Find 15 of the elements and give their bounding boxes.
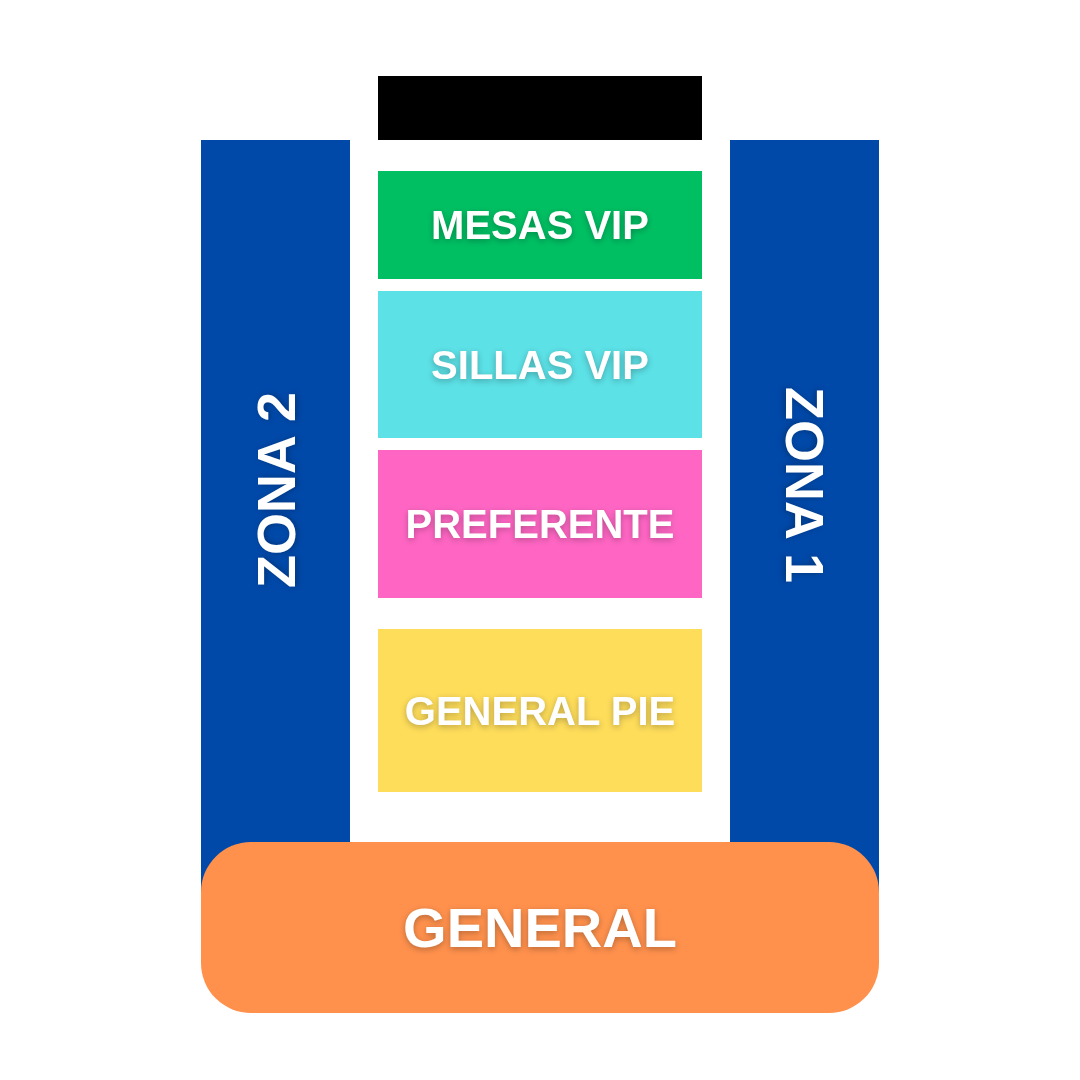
section-label: PREFERENTE [405, 504, 675, 544]
side-zone [201, 140, 350, 842]
section-label: SILLAS VIP [431, 344, 649, 385]
seating-section [378, 629, 702, 792]
section-label: GENERAL PIE [404, 690, 676, 731]
seating-section [378, 171, 702, 279]
zone-label: ZONA 1 [777, 387, 832, 583]
side-zone [730, 140, 879, 842]
zone-label: ZONA 2 [248, 392, 303, 588]
seating-section [378, 291, 702, 438]
stage-block [378, 76, 702, 140]
section-label: GENERAL [403, 899, 677, 956]
general-area [201, 842, 879, 1013]
section-label: MESAS VIP [431, 205, 649, 245]
seating-section [378, 450, 702, 598]
